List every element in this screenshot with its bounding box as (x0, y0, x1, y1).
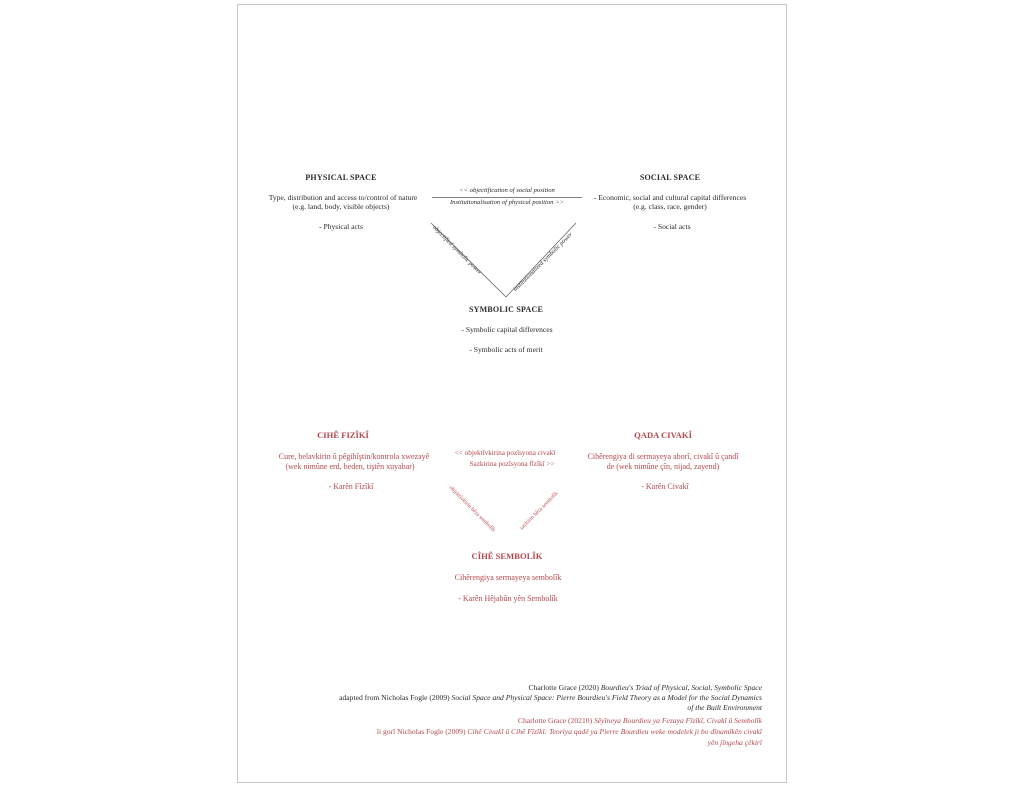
kurdish-social-desc-1: Cihêrengiya di sermayeya aborî, civakî û… (587, 452, 739, 461)
citation-ku-line-3: yên jîngeha çêkirî (707, 738, 762, 747)
physical-space-desc-1: Type, distribution and access to/control… (268, 193, 418, 202)
citation-en-source-title: Social Space and Physical Space: Pierre … (451, 693, 762, 702)
kurdish-objectification-arrow-label: << objektîvkirina pozîsyona civakî (454, 449, 556, 457)
citation-ku-line-1: Charlotte Grace (20210) Sêyîneya Bourdie… (518, 716, 762, 725)
citation-en-line-1: Charlotte Grace (2020) Bourdieu's Triad … (528, 683, 762, 692)
citation-en-source-author: adapted from Nicholas Fogle (2009) (339, 693, 452, 702)
citation-en-author: Charlotte Grace (2020) (528, 683, 601, 692)
citation-ku-author: Charlotte Grace (20210) (517, 716, 594, 725)
objectification-arrow-label: << objectification of social position (459, 187, 555, 194)
citation-ku-title: Sêyîneya Bourdieu ya Fezaya Fîzîkî, Civa… (594, 716, 762, 725)
kurdish-symbolic-acts: - Karên Hêjabûn yên Sembolîk (458, 594, 558, 603)
symbolic-capital-differences: - Symbolic capital differences (461, 325, 553, 334)
kurdish-social-acts: - Karên Civakî (641, 482, 689, 491)
kurdish-physical-title: CIHÊ FIZÎKÎ (317, 430, 369, 440)
citation-ku-source-author: li gorî Nicholas Fogle (2009) (376, 727, 468, 736)
document-page (237, 4, 787, 783)
kurdish-social-desc-2: de (wek nimûne çîn, nijad, zayend) (606, 462, 720, 471)
symbolic-space-title: SYMBOLIC SPACE (469, 305, 543, 314)
kurdish-physical-desc-2: (wek nimûne erd, beden, tiştên xuyabar) (285, 462, 415, 471)
social-space-desc-2: (e.g. class, race, gender) (633, 202, 707, 211)
kurdish-symbolic-capital-differences: Cihêrengiya sermayeya sembolîk (454, 573, 562, 582)
symbolic-acts: - Symbolic acts of merit (469, 345, 543, 354)
citation-ku-line-2: li gorî Nicholas Fogle (2009) Cihê Civak… (377, 727, 762, 736)
institutionalisation-arrow-label: Institutionalisation of physical positio… (449, 199, 565, 206)
social-space-desc-1: - Economic, social and cultural capital … (593, 193, 747, 202)
citation-en-title: Bourdieu's Triad of Physical, Social, Sy… (600, 683, 762, 692)
kurdish-symbolic-title: CÎHÊ SEMBOLÎK (471, 551, 543, 561)
social-space-title: SOCIAL SPACE (639, 173, 701, 182)
kurdish-social-title: QADA CIVAKÎ (634, 430, 692, 440)
kurdish-institutionalisation-arrow-label: Sazkirina pozîsyona fîzîkî >> (469, 460, 555, 468)
citation-en-line-3: of the Built Environment (687, 703, 762, 712)
citation-en-line-2: adapted from Nicholas Fogle (2009) Socia… (339, 693, 762, 702)
social-acts: - Social acts (653, 222, 691, 231)
citation-ku-source-title: Cihê Civakî û Cihê Fîzîkî: Teoriya qadê … (467, 727, 762, 736)
physical-space-title: PHYSICAL SPACE (305, 173, 377, 182)
kurdish-physical-desc-1: Cure, belavkirin û pêgihîştin/kontrola x… (278, 452, 430, 461)
physical-space-desc-2: (e.g. land, body, visible objects) (292, 202, 390, 211)
physical-acts: - Physical acts (319, 222, 363, 231)
kurdish-physical-acts: - Karên Fîzîkî (328, 482, 374, 491)
